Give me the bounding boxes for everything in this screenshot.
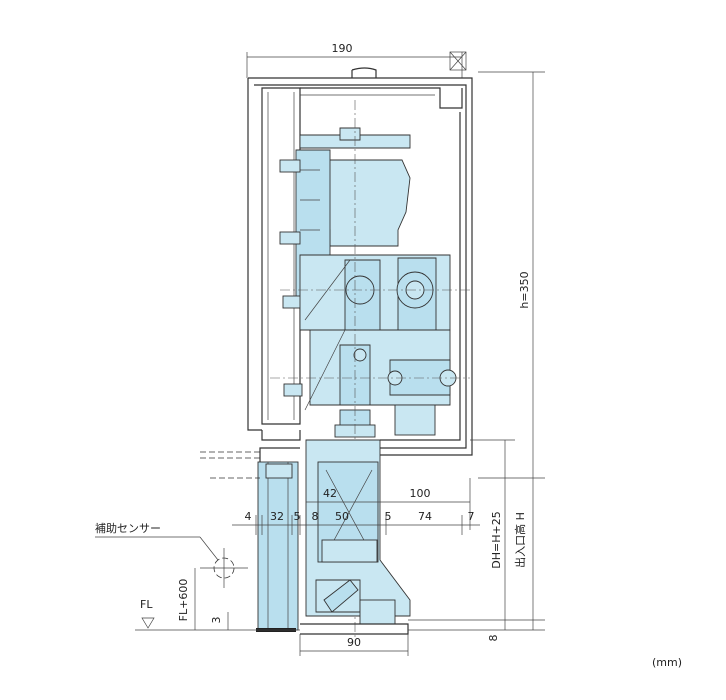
dim-row-5a: 5 xyxy=(294,510,301,523)
dim-dh: DH=H+25 xyxy=(490,511,503,568)
dim-bottom-90: 90 xyxy=(347,636,361,649)
dim-row-5b: 5 xyxy=(385,510,392,523)
header-housing xyxy=(247,67,473,462)
auxiliary-sensor: 補助センサー xyxy=(95,521,248,588)
floor-dashed-lines xyxy=(200,451,260,479)
dimension-dh: DH=H+25 出入口高 H xyxy=(470,439,527,630)
label-floor: FL xyxy=(140,598,153,611)
dimension-100-42: 100 42 xyxy=(306,478,471,530)
dimension-row: 4 32 5 8 50 5 74 7 xyxy=(232,510,480,535)
dim-row-50: 50 xyxy=(335,510,349,523)
dimension-90: 90 xyxy=(299,634,409,656)
label-sensor: 補助センサー xyxy=(95,521,161,535)
dim-offset-3: 3 xyxy=(210,617,223,624)
dim-row-4: 4 xyxy=(245,510,252,523)
dim-bottom-8: 8 xyxy=(487,635,500,642)
dim-height-h350: h=350 xyxy=(518,271,531,308)
label-unit: (mm) xyxy=(652,656,682,669)
dim-row-32: 32 xyxy=(270,510,284,523)
dim-inner-42: 42 xyxy=(323,487,337,500)
label-opening-height: 出入口高 H xyxy=(513,512,527,568)
dim-row-7: 7 xyxy=(468,510,475,523)
dim-inner-100: 100 xyxy=(410,487,431,500)
door-leaves xyxy=(256,439,411,635)
motor-assembly xyxy=(279,127,457,438)
dimension-h350: h=350 xyxy=(478,71,545,630)
dim-row-74: 74 xyxy=(418,510,432,523)
dimension-8-right: 8 xyxy=(408,619,545,642)
ceiling-hatch xyxy=(449,51,467,71)
dimension-190: 190 xyxy=(246,42,463,78)
dim-fl600: FL+600 xyxy=(177,579,190,622)
dim-top-width: 190 xyxy=(332,42,353,55)
dim-row-8: 8 xyxy=(312,510,319,523)
floor-level: FL+600 FL 3 xyxy=(135,568,300,631)
